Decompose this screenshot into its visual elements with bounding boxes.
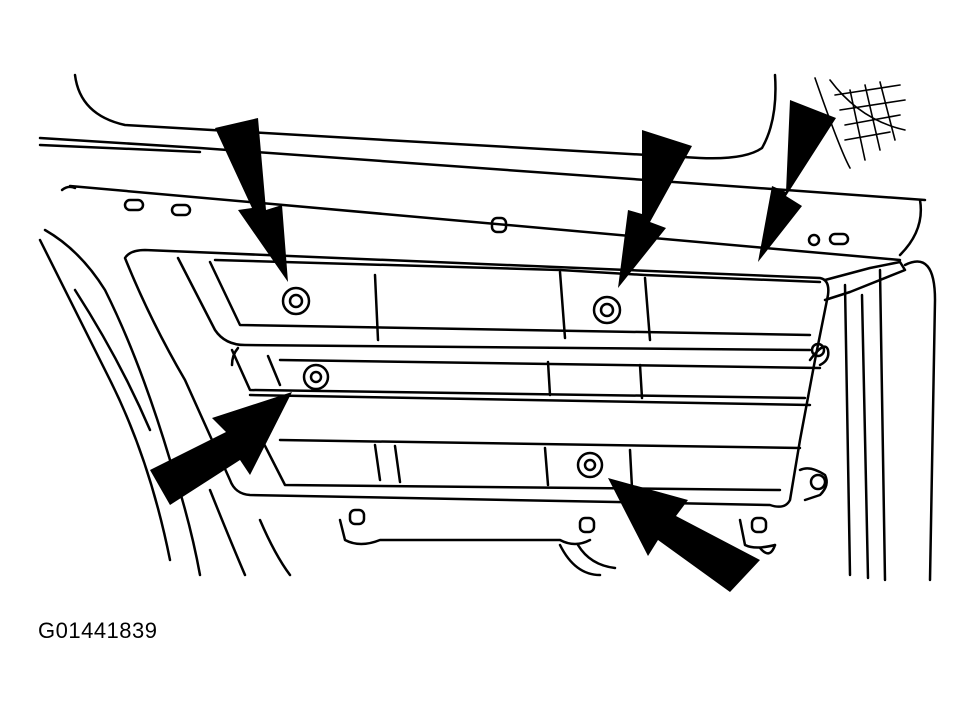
arrow-upper-right [758, 100, 836, 262]
mounting-panel [123, 248, 830, 508]
arrow-upper-middle [618, 130, 692, 288]
figure-caption: G01441839 [38, 618, 158, 643]
bolt-top-middle [592, 295, 622, 325]
arrow-lower-left [150, 392, 292, 505]
vehicle-body-outline [38, 73, 937, 582]
bolt-bottom-middle [576, 451, 604, 479]
bolt-middle-left [302, 363, 330, 391]
arrow-upper-left [215, 118, 288, 282]
arrow-lower-right [608, 478, 760, 592]
bolt-top-left [281, 286, 311, 316]
